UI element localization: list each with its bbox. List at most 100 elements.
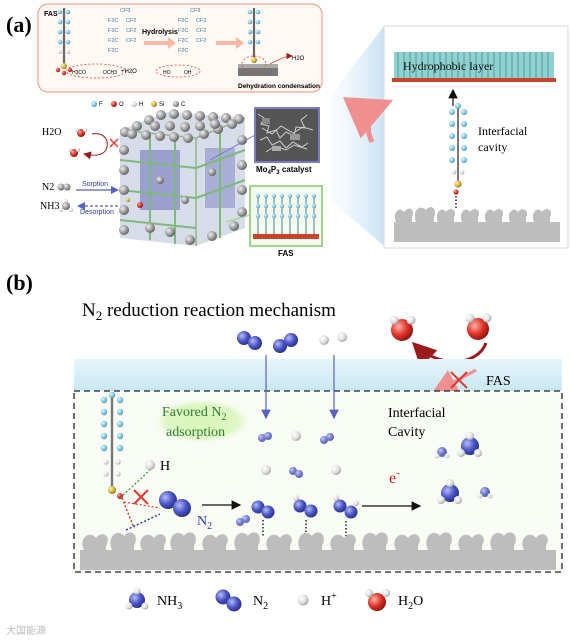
hydrophobic-layer-label: Hydrophobic layer [403, 59, 493, 73]
n2-label-a: N2 [42, 182, 54, 193]
block-cross-icon-b [450, 371, 468, 389]
dissolved-h-2 [261, 465, 271, 475]
water-molecule-icon-a2 [68, 148, 80, 157]
h-proton-top-1 [319, 335, 329, 345]
interfacial-label-b: Interfacial [388, 406, 446, 421]
favored-adsorption-line1: Favored N2 [162, 405, 227, 423]
cavity-label-b: Cavity [388, 425, 425, 440]
n2-adsorbing-molecule [159, 491, 191, 517]
fas-hydrophobic-band [74, 359, 562, 391]
h-atom-cavity [145, 460, 155, 470]
n2-adsorbed-1 [251, 500, 275, 519]
hydroxyl-right: OH [184, 70, 192, 76]
fas-chain-cavity [100, 391, 124, 499]
atom-h-icon [131, 101, 137, 107]
atom-c-icon [173, 101, 179, 107]
svg-text:CF2: CF2 [196, 18, 206, 24]
condensation-label: Dehydration condensation [238, 83, 320, 90]
catalyst-substrate-cavity [80, 532, 556, 570]
legend-nh3-icon [125, 587, 149, 610]
sorption-label: Sorption [82, 181, 108, 188]
atom-f-label: F [99, 102, 103, 108]
zoom-beam [330, 26, 384, 246]
svg-text:F2C: F2C [178, 18, 188, 24]
atom-si-label: Si [159, 102, 164, 108]
h-proton-top-2 [337, 332, 347, 342]
n2h-adsorbed-2 [293, 495, 318, 518]
atom-o-label: O [119, 102, 124, 108]
fas-inset [249, 185, 323, 247]
zoom-curved-arrow [342, 97, 394, 144]
favored-adsorption-line2: adsorption [166, 425, 225, 440]
svg-text:F2C: F2C [108, 18, 118, 24]
water-molecule-top-left [389, 315, 416, 341]
catalyst-label: Mo4P3 catalyst [256, 165, 312, 176]
svg-text:CF2: CF2 [196, 38, 206, 44]
nh3-molecule-icon-a [59, 199, 73, 212]
dissolved-n2-3 [289, 467, 303, 478]
methoxy-left: H3CO [72, 70, 86, 76]
svg-text:CF2: CF2 [196, 28, 206, 34]
fas-chain-zoom [449, 103, 467, 195]
electron-label: e- [389, 467, 400, 487]
svg-text:F2C: F2C [178, 38, 188, 44]
dissolved-h-3 [331, 465, 341, 475]
n2h2-adsorbed-3 [333, 495, 359, 519]
nh3-product-large-1 [437, 479, 462, 504]
n2-molecule-top-1 [237, 331, 262, 350]
n2-molecule-icon-a [57, 183, 71, 191]
panel-b-label: (b) [6, 270, 33, 295]
nh3-product-small-1 [434, 447, 450, 459]
hydrolysis-arrow [144, 37, 176, 49]
hydrolysis-label: Hydrolysis [142, 29, 178, 36]
legend-h-label: H+ [321, 591, 337, 609]
atom-f-icon [91, 101, 97, 107]
svg-text:CF3: CF3 [120, 8, 130, 14]
h-bond-green-dashed [119, 469, 151, 499]
legend-h-icon [297, 594, 309, 606]
species-legend: NH3 N2 H+ H2O [125, 587, 423, 612]
svg-text:CF2: CF2 [126, 38, 136, 44]
atom-h-label: H [139, 102, 143, 108]
water-blocked-arrow [430, 368, 477, 395]
block-cross-icon-cavity [133, 489, 149, 505]
h-label-cavity: H [160, 459, 170, 474]
svg-text:CF2: CF2 [126, 28, 136, 34]
panel-a-label: (a) [6, 12, 32, 37]
dissolved-n2-2 [320, 433, 334, 444]
interfacial-label-a: Interfacial [478, 124, 528, 138]
water-repel-arrow [83, 133, 108, 160]
cavity-label-a: cavity [478, 140, 507, 154]
atom-legend: F O H Si C [91, 101, 186, 108]
desorption-label: Desorption [80, 209, 114, 216]
catalyst-pointer-line [209, 134, 256, 161]
legend-n2-label: N2 [253, 594, 268, 612]
atom-o-icon [111, 101, 117, 107]
favored-adsorption-glow [150, 397, 254, 445]
nh3-product-small-2 [477, 487, 493, 499]
fas-molecule-1 [55, 8, 73, 76]
atom-si-icon [151, 101, 157, 107]
legend-n2-icon [215, 589, 242, 612]
svg-text:F2C: F2C [178, 48, 188, 54]
svg-text:F2C: F2C [108, 28, 118, 34]
block-cross-icon-a [109, 138, 119, 148]
legend-h2o-label: H2O [398, 594, 423, 612]
nh3-product-large-2 [457, 432, 482, 457]
water-molecule-icon-a1 [75, 128, 87, 137]
legend-nh3-label: NH3 [157, 594, 182, 612]
dissolved-n2-1 [258, 432, 272, 442]
plus-water: +H2O [121, 69, 137, 75]
methoxy-right: OCH3 [103, 70, 117, 76]
svg-text:F2C: F2C [178, 28, 188, 34]
n2-label-cavity: N2 [197, 514, 212, 532]
dissolved-n2-4 [236, 515, 250, 526]
mo4p3-catalyst-image [254, 107, 320, 163]
svg-text:CF2: CF2 [126, 18, 136, 24]
svg-text:F2C: F2C [108, 48, 118, 54]
nh3-label-a: NH3 [40, 201, 59, 212]
legend-h2o-icon [365, 589, 390, 611]
dissolved-h-1 [291, 431, 301, 441]
